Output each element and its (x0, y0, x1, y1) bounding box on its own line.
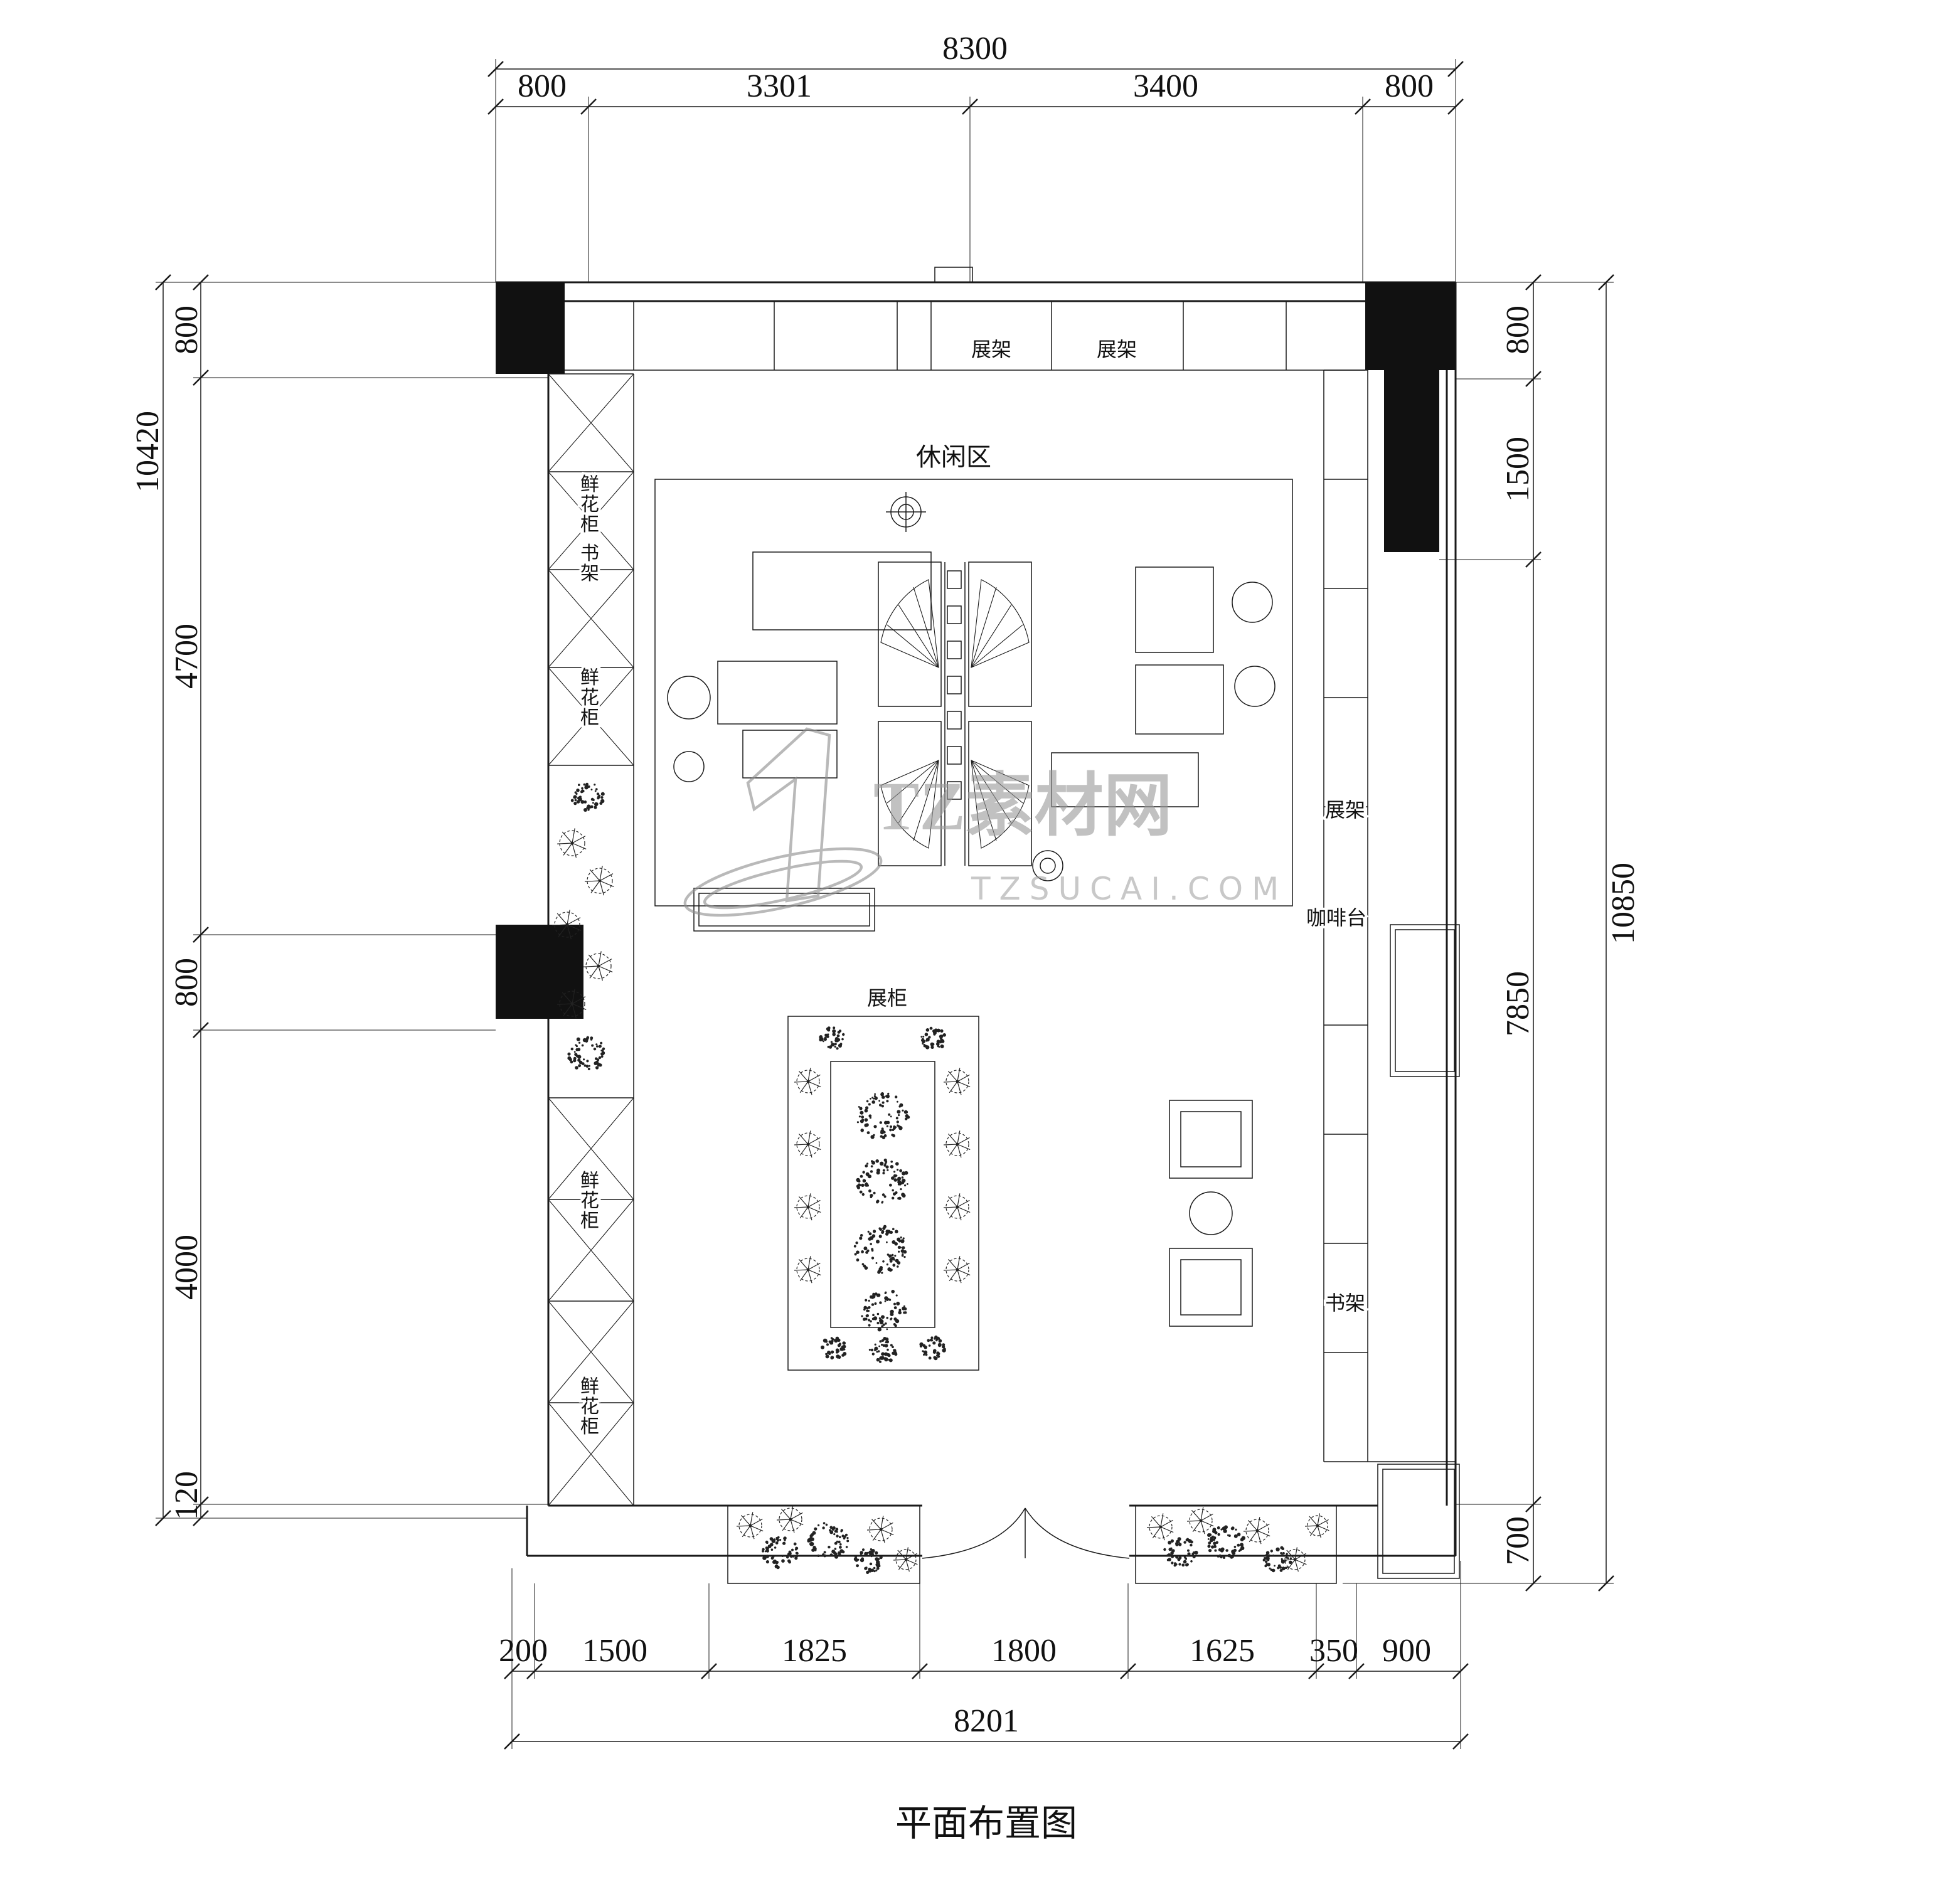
watermark-logo (683, 727, 883, 917)
watermark: TZ素材网 TZSUCAI.COM (683, 727, 1287, 917)
dim-bottom-seg-1: 200 (499, 1633, 548, 1669)
walls (496, 267, 1457, 1557)
plants (551, 782, 1329, 1574)
planter-boxes (727, 1505, 1337, 1584)
dim-left-seg-4: 4000 (169, 1235, 205, 1300)
dimension-texts: 8300 800 3301 3400 800 10420 800 4700 80… (130, 31, 1641, 1739)
coffee-counter (1390, 924, 1460, 1077)
dim-right-seg-4: 700 (1500, 1516, 1536, 1565)
dim-bottom-seg-2: 1500 (582, 1633, 647, 1669)
leisure-area: 休闲区 (654, 440, 1293, 932)
label-leisure-area: 休闲区 (916, 443, 991, 471)
entrance-double-door (922, 1507, 1130, 1559)
dim-right-seg-2: 1500 (1500, 437, 1536, 502)
watermark-brand: TZ素材网 (873, 768, 1173, 844)
watermark-site: TZSUCAI.COM (971, 871, 1287, 907)
bottom-right-cabinet (1377, 1464, 1460, 1579)
dim-top-seg-1: 800 (518, 68, 567, 104)
dim-bottom-seg-7: 900 (1382, 1633, 1431, 1669)
label-coffee-counter: 咖啡台 (1306, 906, 1366, 929)
label-display-rack-top-1: 展架 (971, 338, 1011, 361)
label-display-rack-top-2: 展架 (1097, 338, 1137, 361)
label-bookshelf-right: 书架 (1325, 1292, 1365, 1314)
label-display-rack-right: 展架 (1325, 799, 1365, 821)
drawing-title: 平面布置图 (895, 1803, 1077, 1844)
left-sofa-group (667, 551, 932, 782)
label-flower-cabinet-1: 鲜花柜 (580, 474, 599, 535)
dim-right-total: 10850 (1606, 863, 1641, 944)
label-showcase: 展柜 (867, 987, 907, 1009)
right-seating (1169, 1100, 1253, 1327)
dim-bottom-seg-3: 1825 (782, 1633, 847, 1669)
column-left-middle (496, 925, 583, 1019)
top-display-band: 展架 展架 (565, 301, 1365, 371)
dim-right-seg-1: 800 (1500, 306, 1536, 354)
side-table (693, 888, 875, 932)
label-bookshelf-left: 书架 (580, 543, 599, 584)
dim-right-seg-3: 7850 (1500, 971, 1536, 1036)
column-right-extension (1384, 370, 1439, 552)
central-sofa-unit (878, 561, 1063, 881)
showcase: 展柜 (787, 984, 979, 1371)
dim-bottom-total: 8201 (954, 1703, 1019, 1739)
ceiling-light-symbol (886, 492, 926, 532)
dim-left-seg-2: 4700 (169, 624, 205, 689)
label-flower-cabinet-2: 鲜花柜 (580, 667, 599, 728)
dim-left-seg-1: 800 (169, 306, 205, 354)
dimension-ticks (155, 61, 1614, 1750)
dim-top-total: 8300 (942, 31, 1008, 66)
dim-left-seg-3: 800 (169, 958, 205, 1007)
dim-left-total: 10420 (130, 411, 166, 492)
dim-bottom-seg-5: 1625 (1190, 1633, 1255, 1669)
column-top-left (496, 282, 565, 374)
dim-top-seg-3: 3400 (1133, 68, 1198, 104)
right-sofa-group (1051, 566, 1276, 807)
flower-cabinet-column: 鲜花柜 书架 鲜花柜 鲜花柜 鲜花柜 (548, 373, 634, 1506)
label-flower-cabinet-3: 鲜花柜 (580, 1171, 599, 1231)
dim-bottom-seg-6: 350 (1309, 1633, 1358, 1669)
label-flower-cabinet-4: 鲜花柜 (580, 1376, 599, 1437)
column-top-right (1365, 282, 1456, 370)
dimension-lines (155, 59, 1614, 1750)
dim-left-seg-5: 120 (169, 1471, 205, 1520)
right-shelf-column: 展架 咖啡台 书架 (1304, 369, 1456, 1462)
dim-top-seg-2: 3301 (747, 68, 812, 104)
dim-bottom-seg-4: 1800 (991, 1633, 1057, 1669)
dim-top-seg-4: 800 (1385, 68, 1434, 104)
